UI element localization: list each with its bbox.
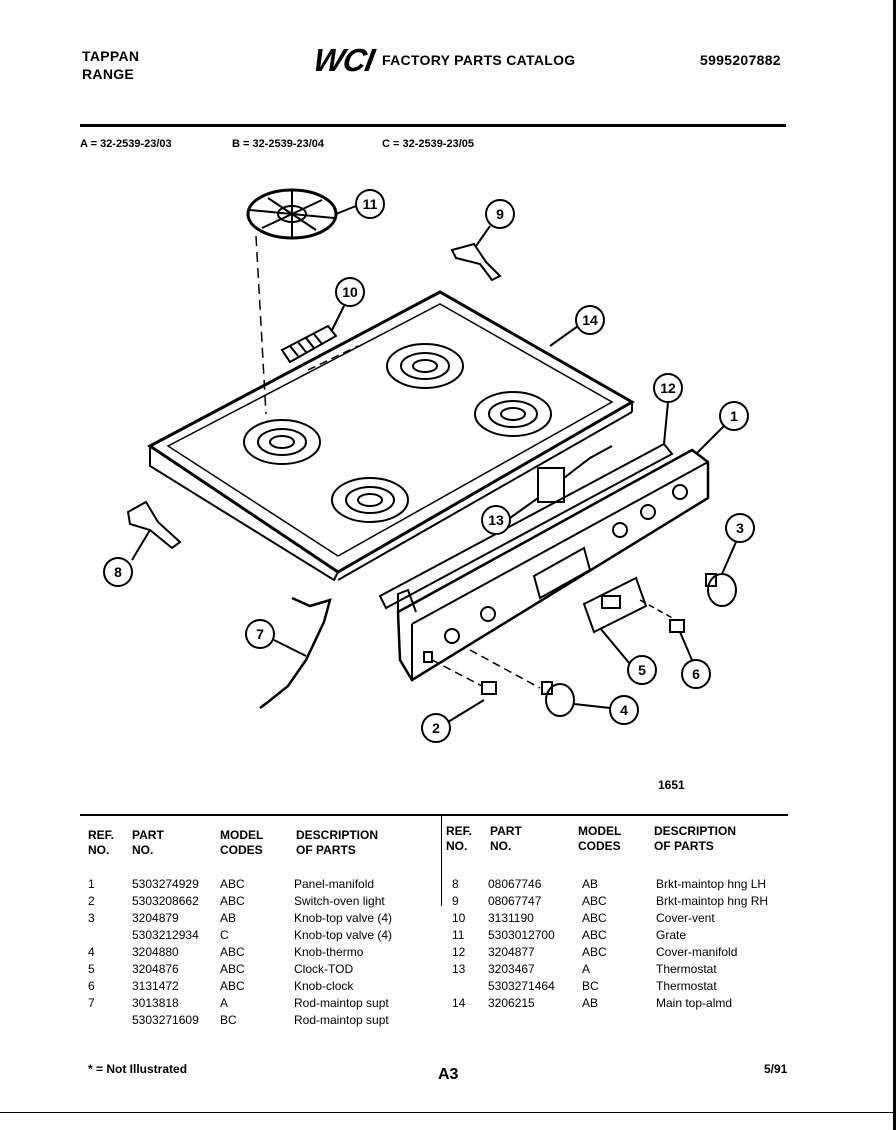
svg-text:2: 2 xyxy=(432,720,440,736)
callout-1: 1 xyxy=(695,401,749,455)
callout-6: 6 xyxy=(679,631,711,689)
callout-4: 4 xyxy=(573,695,639,725)
figure-number: 1651 xyxy=(658,778,685,792)
light-switch-part xyxy=(431,659,497,695)
catalog-number: 5995207882 xyxy=(700,52,781,68)
svg-text:3: 3 xyxy=(736,520,744,536)
callout-8: 8 xyxy=(103,529,151,587)
page-number: A3 xyxy=(438,1066,459,1083)
catalog-title: FACTORY PARTS CATALOG xyxy=(382,52,576,68)
svg-text:8: 8 xyxy=(114,564,122,580)
clock-knob-part xyxy=(669,619,685,633)
model-a: A = 32-2539-23/03 xyxy=(80,138,172,150)
header-ref-no-right: REF.NO. xyxy=(446,824,473,853)
top-valve-knob-part xyxy=(705,573,737,607)
svg-text:5: 5 xyxy=(638,662,646,678)
thermo-knob-part xyxy=(469,649,575,717)
callout-5: 5 xyxy=(599,627,657,685)
svg-text:9: 9 xyxy=(496,206,504,222)
wci-logo: WCI xyxy=(310,42,377,78)
exploded-parts-diagram: 11 9 10 14 12 1 13 3 8 xyxy=(103,188,755,743)
bracket-rh-part xyxy=(450,242,502,282)
support-rod-part xyxy=(259,596,332,709)
svg-text:1: 1 xyxy=(730,408,738,424)
thermostat-part xyxy=(537,445,613,503)
svg-text:12: 12 xyxy=(660,380,676,396)
callout-10: 10 xyxy=(331,277,365,331)
svg-text:10: 10 xyxy=(342,284,358,300)
page-bottom-rule xyxy=(0,1112,896,1113)
manifold-cover-part xyxy=(378,442,674,610)
table-divider xyxy=(441,816,442,906)
callout-7: 7 xyxy=(245,619,307,657)
svg-text:13: 13 xyxy=(488,512,504,528)
svg-text:7: 7 xyxy=(256,626,264,642)
header-rule xyxy=(80,124,786,127)
page-border-right xyxy=(893,0,896,1130)
main-top-part xyxy=(147,290,636,582)
svg-text:11: 11 xyxy=(363,196,378,212)
svg-text:14: 14 xyxy=(582,312,598,328)
callout-11: 11 xyxy=(335,189,385,219)
brand-name: TAPPAN xyxy=(82,48,140,64)
grate-part xyxy=(246,188,338,415)
model-c: C = 32-2539-23/05 xyxy=(382,138,475,150)
revision-date: 5/91 xyxy=(764,1062,788,1076)
not-illustrated-note: * = Not Illustrated xyxy=(88,1062,188,1076)
callout-9: 9 xyxy=(475,199,515,247)
svg-text:6: 6 xyxy=(692,666,700,682)
callout-13: 13 xyxy=(481,497,539,535)
svg-text:4: 4 xyxy=(620,702,628,718)
table-top-rule xyxy=(80,814,788,816)
manifold-panel-part xyxy=(396,448,710,682)
vent-cover-part xyxy=(280,324,359,371)
bracket-lh-part xyxy=(126,500,182,550)
callout-3: 3 xyxy=(721,513,755,575)
clock-part xyxy=(582,576,677,634)
model-b: B = 32-2539-23/04 xyxy=(232,138,325,150)
callout-12: 12 xyxy=(653,373,683,445)
callout-2: 2 xyxy=(421,699,485,743)
callout-14: 14 xyxy=(549,305,605,347)
header-ref-no-left: REF.NO. xyxy=(88,828,115,857)
product-type: RANGE xyxy=(82,66,135,82)
